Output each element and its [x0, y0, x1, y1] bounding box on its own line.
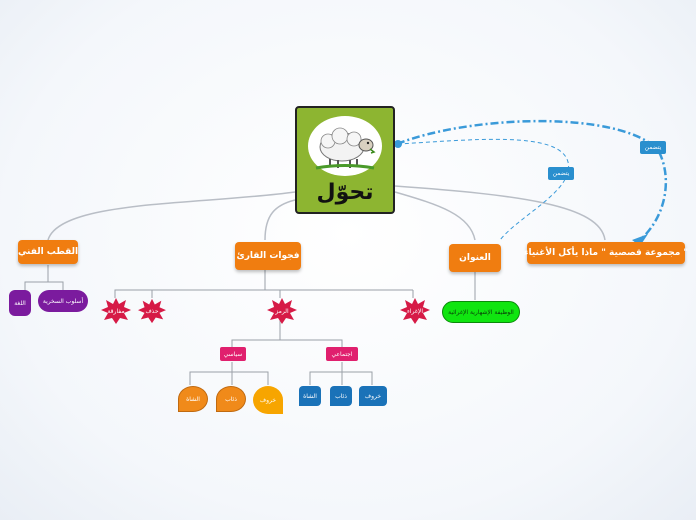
gap-symbol[interactable]: الرمز — [267, 298, 297, 324]
gap-seduction-label: الإغراء — [406, 307, 424, 315]
symbol-political[interactable]: سياسي — [220, 347, 246, 361]
social-ewe[interactable]: الشاة — [299, 386, 321, 406]
sheep-image — [308, 116, 382, 176]
link-center-artistic — [47, 191, 296, 241]
gap-deletion-label: حذف — [145, 307, 159, 315]
link-center-gaps — [264, 199, 296, 241]
political-ewe[interactable]: الشاة — [178, 386, 208, 412]
social-wolves[interactable]: ذئاب — [330, 386, 352, 406]
central-topic[interactable]: تحوّل — [295, 106, 395, 214]
topic-collection[interactable]: مجموعة قصصية " ماذا يأكل الأغنياء " — [524, 242, 688, 264]
link-center-collection — [394, 185, 606, 241]
relation-label-top[interactable]: يتضمن — [640, 141, 666, 154]
gap-seduction[interactable]: الإغراء — [400, 298, 430, 324]
political-sheep-ram[interactable]: خروف — [253, 386, 283, 414]
relation-top-path — [396, 119, 668, 241]
gap-paradox[interactable]: مفارقة — [100, 298, 132, 324]
gap-deletion[interactable]: حذف — [138, 298, 166, 324]
starburst-icon — [400, 298, 430, 324]
topic-title[interactable]: العنوان — [449, 244, 501, 272]
topic-reader-gaps[interactable]: فجوات القارئ — [235, 242, 301, 270]
gap-paradox-label: مفارقة — [107, 307, 125, 315]
topic-artistic-pole[interactable]: القطب الفني — [18, 240, 78, 264]
link-center-title — [394, 191, 476, 241]
relation-label-middle[interactable]: يتضمن — [548, 167, 574, 180]
social-sheep-ram[interactable]: خروف — [359, 386, 387, 406]
starburst-icon — [138, 298, 166, 324]
starburst-icon — [101, 298, 131, 324]
symbol-social[interactable]: اجتماعي — [326, 347, 358, 361]
starburst-icon — [267, 298, 297, 324]
sheep-icon — [315, 127, 376, 170]
artistic-child-irony[interactable]: أسلوب السخرية — [38, 290, 88, 312]
relation-middle-path — [397, 138, 570, 241]
gap-symbol-label: الرمز — [275, 307, 289, 315]
political-wolves[interactable]: ذئاب — [216, 386, 246, 412]
title-child[interactable]: الوظيفة الإشهارية الإغرائية — [442, 301, 520, 323]
artistic-child-language[interactable]: اللغة — [9, 290, 31, 316]
central-title: تحوّل — [316, 180, 374, 205]
